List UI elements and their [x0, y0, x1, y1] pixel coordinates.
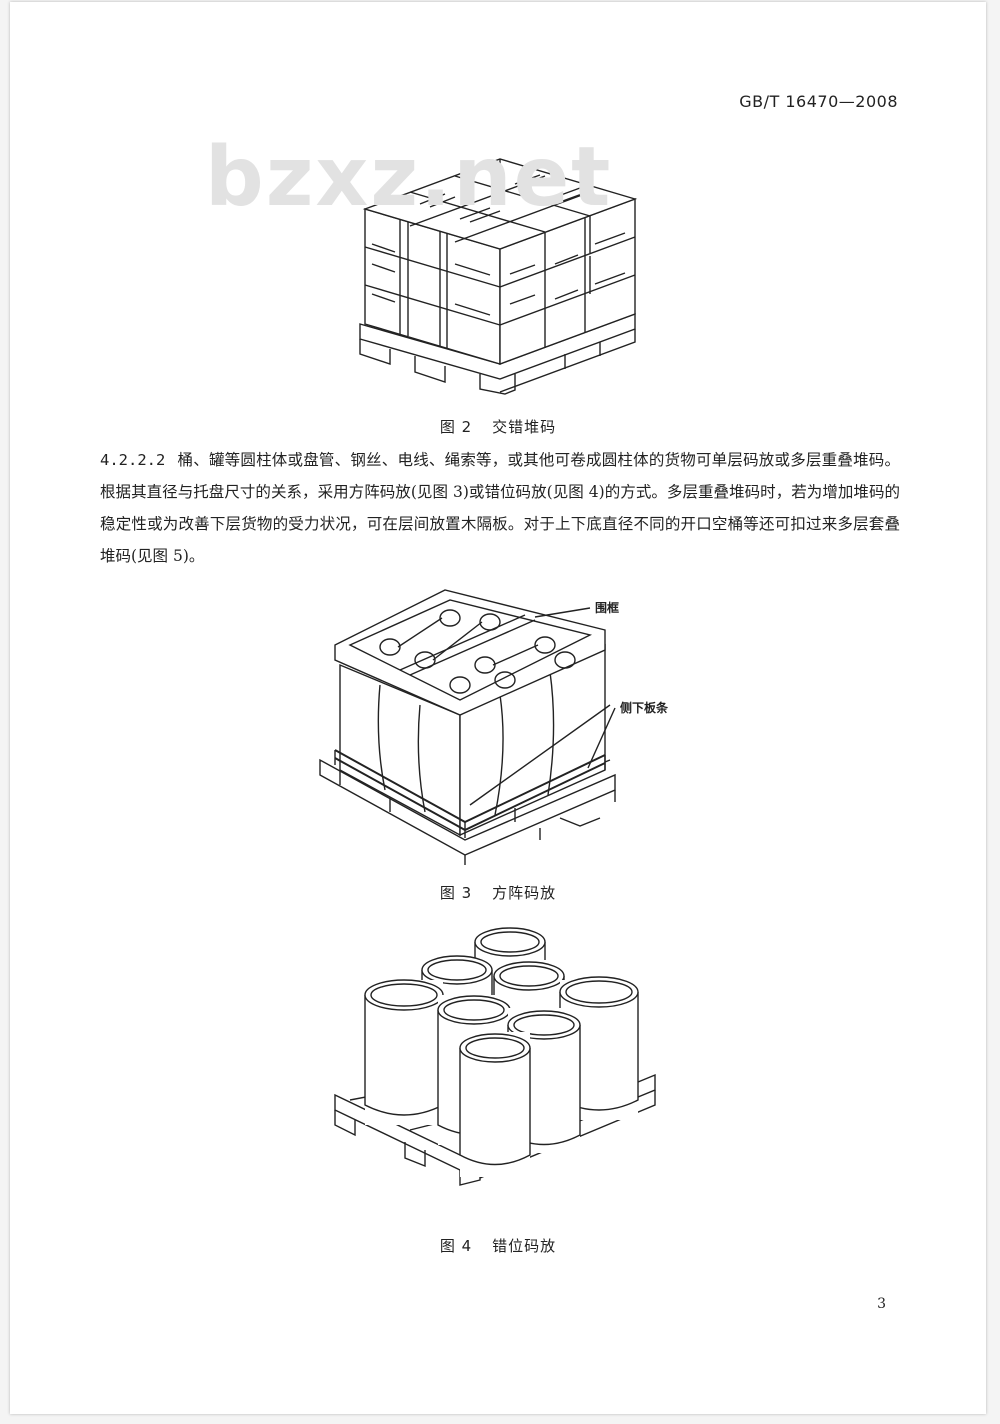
figure-4-number: 图 4 — [439, 1237, 473, 1255]
figure-2-title: 交错堆码 — [492, 418, 557, 436]
figure-3-number: 图 3 — [439, 884, 473, 902]
figure-4-drawing — [334, 927, 656, 1186]
figure-2-caption: 图 2 交错堆码 — [10, 416, 986, 437]
figure-4-caption: 图 4 错位码放 — [10, 1235, 986, 1256]
clause-text: 桶、罐等圆柱体或盘管、钢丝、电线、绳索等，或其他可卷成圆柱体的货物可单层码放或多… — [100, 451, 900, 565]
figure-4-title: 错位码放 — [492, 1237, 557, 1255]
clause-number: 4.2.2.2 — [100, 451, 166, 469]
figure-3-drawing — [319, 589, 616, 865]
watermark: bzxz.net — [205, 130, 613, 225]
figure-3-title: 方阵码放 — [492, 884, 557, 902]
standard-code: GB/T 16470—2008 — [739, 92, 898, 111]
page-number: 3 — [877, 1296, 886, 1312]
figure-2-number: 图 2 — [439, 418, 473, 436]
figure-3-caption: 图 3 方阵码放 — [10, 882, 986, 903]
figure-2-drawing — [359, 158, 638, 395]
label-side-strip: 侧下板条 — [620, 701, 669, 715]
label-frame: 围框 — [595, 601, 620, 615]
document-page: GB/T 16470—2008 bzxz.net — [10, 2, 986, 1414]
